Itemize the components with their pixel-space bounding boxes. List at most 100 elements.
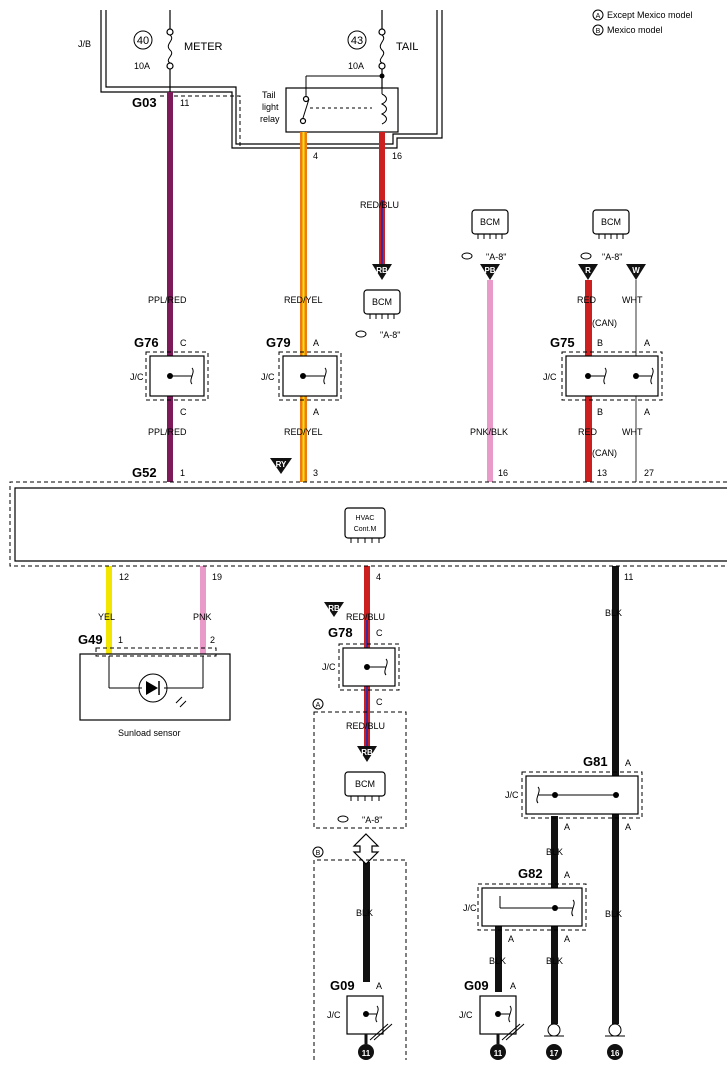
jc-g82: G82 A J/C A A BLK BLK xyxy=(463,866,587,966)
svg-text:J/C: J/C xyxy=(505,790,519,800)
svg-text:A: A xyxy=(625,758,631,768)
ref-bcm-4: "A-8" xyxy=(362,815,382,825)
svg-text:BCM: BCM xyxy=(601,217,621,227)
svg-text:HVAC: HVAC xyxy=(356,515,375,522)
svg-text:G09: G09 xyxy=(464,978,489,993)
ground-11-b: 11 xyxy=(494,1049,503,1058)
wire-blk-mexico xyxy=(363,862,370,982)
jb-label: J/B xyxy=(78,39,91,49)
wire-pnk xyxy=(200,566,206,654)
svg-text:A: A xyxy=(644,407,650,417)
wire-yel xyxy=(106,566,112,654)
jc-g76: G76 C J/C C PPL/RED xyxy=(130,335,209,437)
can-label-top: (CAN) xyxy=(592,318,617,328)
except-mexico-block: A RED/BLU RB BCM "A-8" xyxy=(312,698,407,829)
svg-text:A: A xyxy=(644,338,650,348)
svg-text:G82: G82 xyxy=(518,866,543,881)
ref-bcm-2: "A-8" xyxy=(486,252,506,262)
svg-text:RY: RY xyxy=(276,460,287,469)
bcm-4: BCM xyxy=(355,779,375,789)
svg-text:G49: G49 xyxy=(78,632,103,647)
tag-r: R xyxy=(578,264,598,280)
tag-rb-2: RB xyxy=(324,602,344,617)
bcm-3: BCM "A-8" xyxy=(580,209,630,262)
svg-text:RB: RB xyxy=(328,604,340,613)
wire-label-blk-g81: BLK xyxy=(546,847,563,857)
tail-light-relay: Tail light relay xyxy=(260,73,399,133)
svg-text:C: C xyxy=(180,338,187,348)
svg-text:G79: G79 xyxy=(266,335,291,350)
svg-text:A: A xyxy=(564,822,570,832)
top-labels: G03 11 4 16 RED/BLU PPL/RED RED/YEL RED … xyxy=(132,95,643,328)
wire-ppl-red xyxy=(167,92,173,482)
svg-text:B: B xyxy=(316,850,321,857)
tag-ry: RY xyxy=(270,458,292,474)
bcm-2: BCM "A-8" xyxy=(461,209,509,262)
fuse-tail-amp: 10A xyxy=(348,61,364,71)
jc-g79: G79 A J/C A RED/YEL xyxy=(261,335,342,437)
wire-label-red-blu-lower: RED/BLU xyxy=(346,721,385,731)
wire-blk-g82-g09 xyxy=(495,920,502,992)
svg-text:W: W xyxy=(632,266,640,275)
wire-label-ppl-red-bottom: PPL/RED xyxy=(148,427,187,437)
svg-text:A: A xyxy=(625,822,631,832)
relay-label-2: light xyxy=(262,102,279,112)
fuse-meter-amp: 10A xyxy=(134,61,150,71)
fuse-meter-name: METER xyxy=(184,41,223,53)
wire-label-blk-main-bottom: BLK xyxy=(605,909,622,919)
svg-text:A: A xyxy=(564,870,570,880)
junction-block-outline: J/B xyxy=(78,10,443,149)
legend-b-mark: B xyxy=(596,28,601,35)
svg-text:B: B xyxy=(597,338,603,348)
wire-label-red-bottom: RED xyxy=(578,427,598,437)
svg-text:C: C xyxy=(180,407,187,417)
ground-17: 17 xyxy=(544,1023,564,1060)
svg-text:Cont.M: Cont.M xyxy=(354,526,377,533)
svg-text:A: A xyxy=(313,338,319,348)
svg-text:27: 27 xyxy=(644,468,654,478)
svg-text:17: 17 xyxy=(550,1049,559,1058)
svg-text:J/C: J/C xyxy=(543,372,557,382)
wire-red-blu-relay xyxy=(379,132,385,264)
svg-text:PB: PB xyxy=(484,266,495,275)
relay-label-1: Tail xyxy=(262,90,276,100)
svg-text:A: A xyxy=(510,981,516,991)
tag-rb-3: RB xyxy=(361,748,373,757)
tag-w: W xyxy=(626,264,646,280)
svg-text:RB: RB xyxy=(376,266,388,275)
fuse-tail-number: 43 xyxy=(351,35,363,47)
svg-text:J/C: J/C xyxy=(322,662,336,672)
svg-text:J/C: J/C xyxy=(130,372,144,382)
relay-label-3: relay xyxy=(260,114,280,124)
legend: A Except Mexico model B Mexico model xyxy=(592,9,693,36)
wire-label-red-yel-top: RED/YEL xyxy=(284,295,323,305)
svg-text:A: A xyxy=(316,702,321,709)
fuse-tail-name: TAIL xyxy=(396,41,418,53)
svg-text:3: 3 xyxy=(313,468,318,478)
wire-pnk-blk xyxy=(487,280,493,482)
svg-text:A: A xyxy=(376,981,382,991)
fuse-meter: 40 METER 10A xyxy=(133,10,223,92)
svg-text:J/C: J/C xyxy=(327,1010,341,1020)
svg-text:11: 11 xyxy=(624,572,633,582)
ground-11-a: 11 xyxy=(362,1049,371,1058)
svg-text:13: 13 xyxy=(597,468,607,478)
pin-relay-16: 16 xyxy=(392,151,402,161)
jc-g78: G78 C J/C C xyxy=(322,625,400,707)
legend-a-text: Except Mexico model xyxy=(607,10,693,20)
svg-text:16: 16 xyxy=(611,1049,620,1058)
wire-label-red-blu-mid: RED/BLU xyxy=(346,612,385,622)
legend-b-text: Mexico model xyxy=(607,25,663,35)
jc-g09-right: G09 A J/C 11 xyxy=(459,978,525,1060)
ref-bcm-3: "A-8" xyxy=(602,252,622,262)
wire-label-blk-mexico: BLK xyxy=(356,908,373,918)
svg-text:C: C xyxy=(376,697,383,707)
svg-text:G76: G76 xyxy=(134,335,159,350)
hvac-control-module: G52 1 3 16 13 27 HVAC Cont.M 12 19 4 11 xyxy=(9,465,727,582)
svg-text:J/C: J/C xyxy=(261,372,275,382)
wire-label-wht-bottom: WHT xyxy=(622,427,643,437)
svg-text:G78: G78 xyxy=(328,625,353,640)
switch-arrow xyxy=(352,833,380,865)
svg-text:A: A xyxy=(508,934,514,944)
wire-label-blk-main-top: BLK xyxy=(605,608,622,618)
